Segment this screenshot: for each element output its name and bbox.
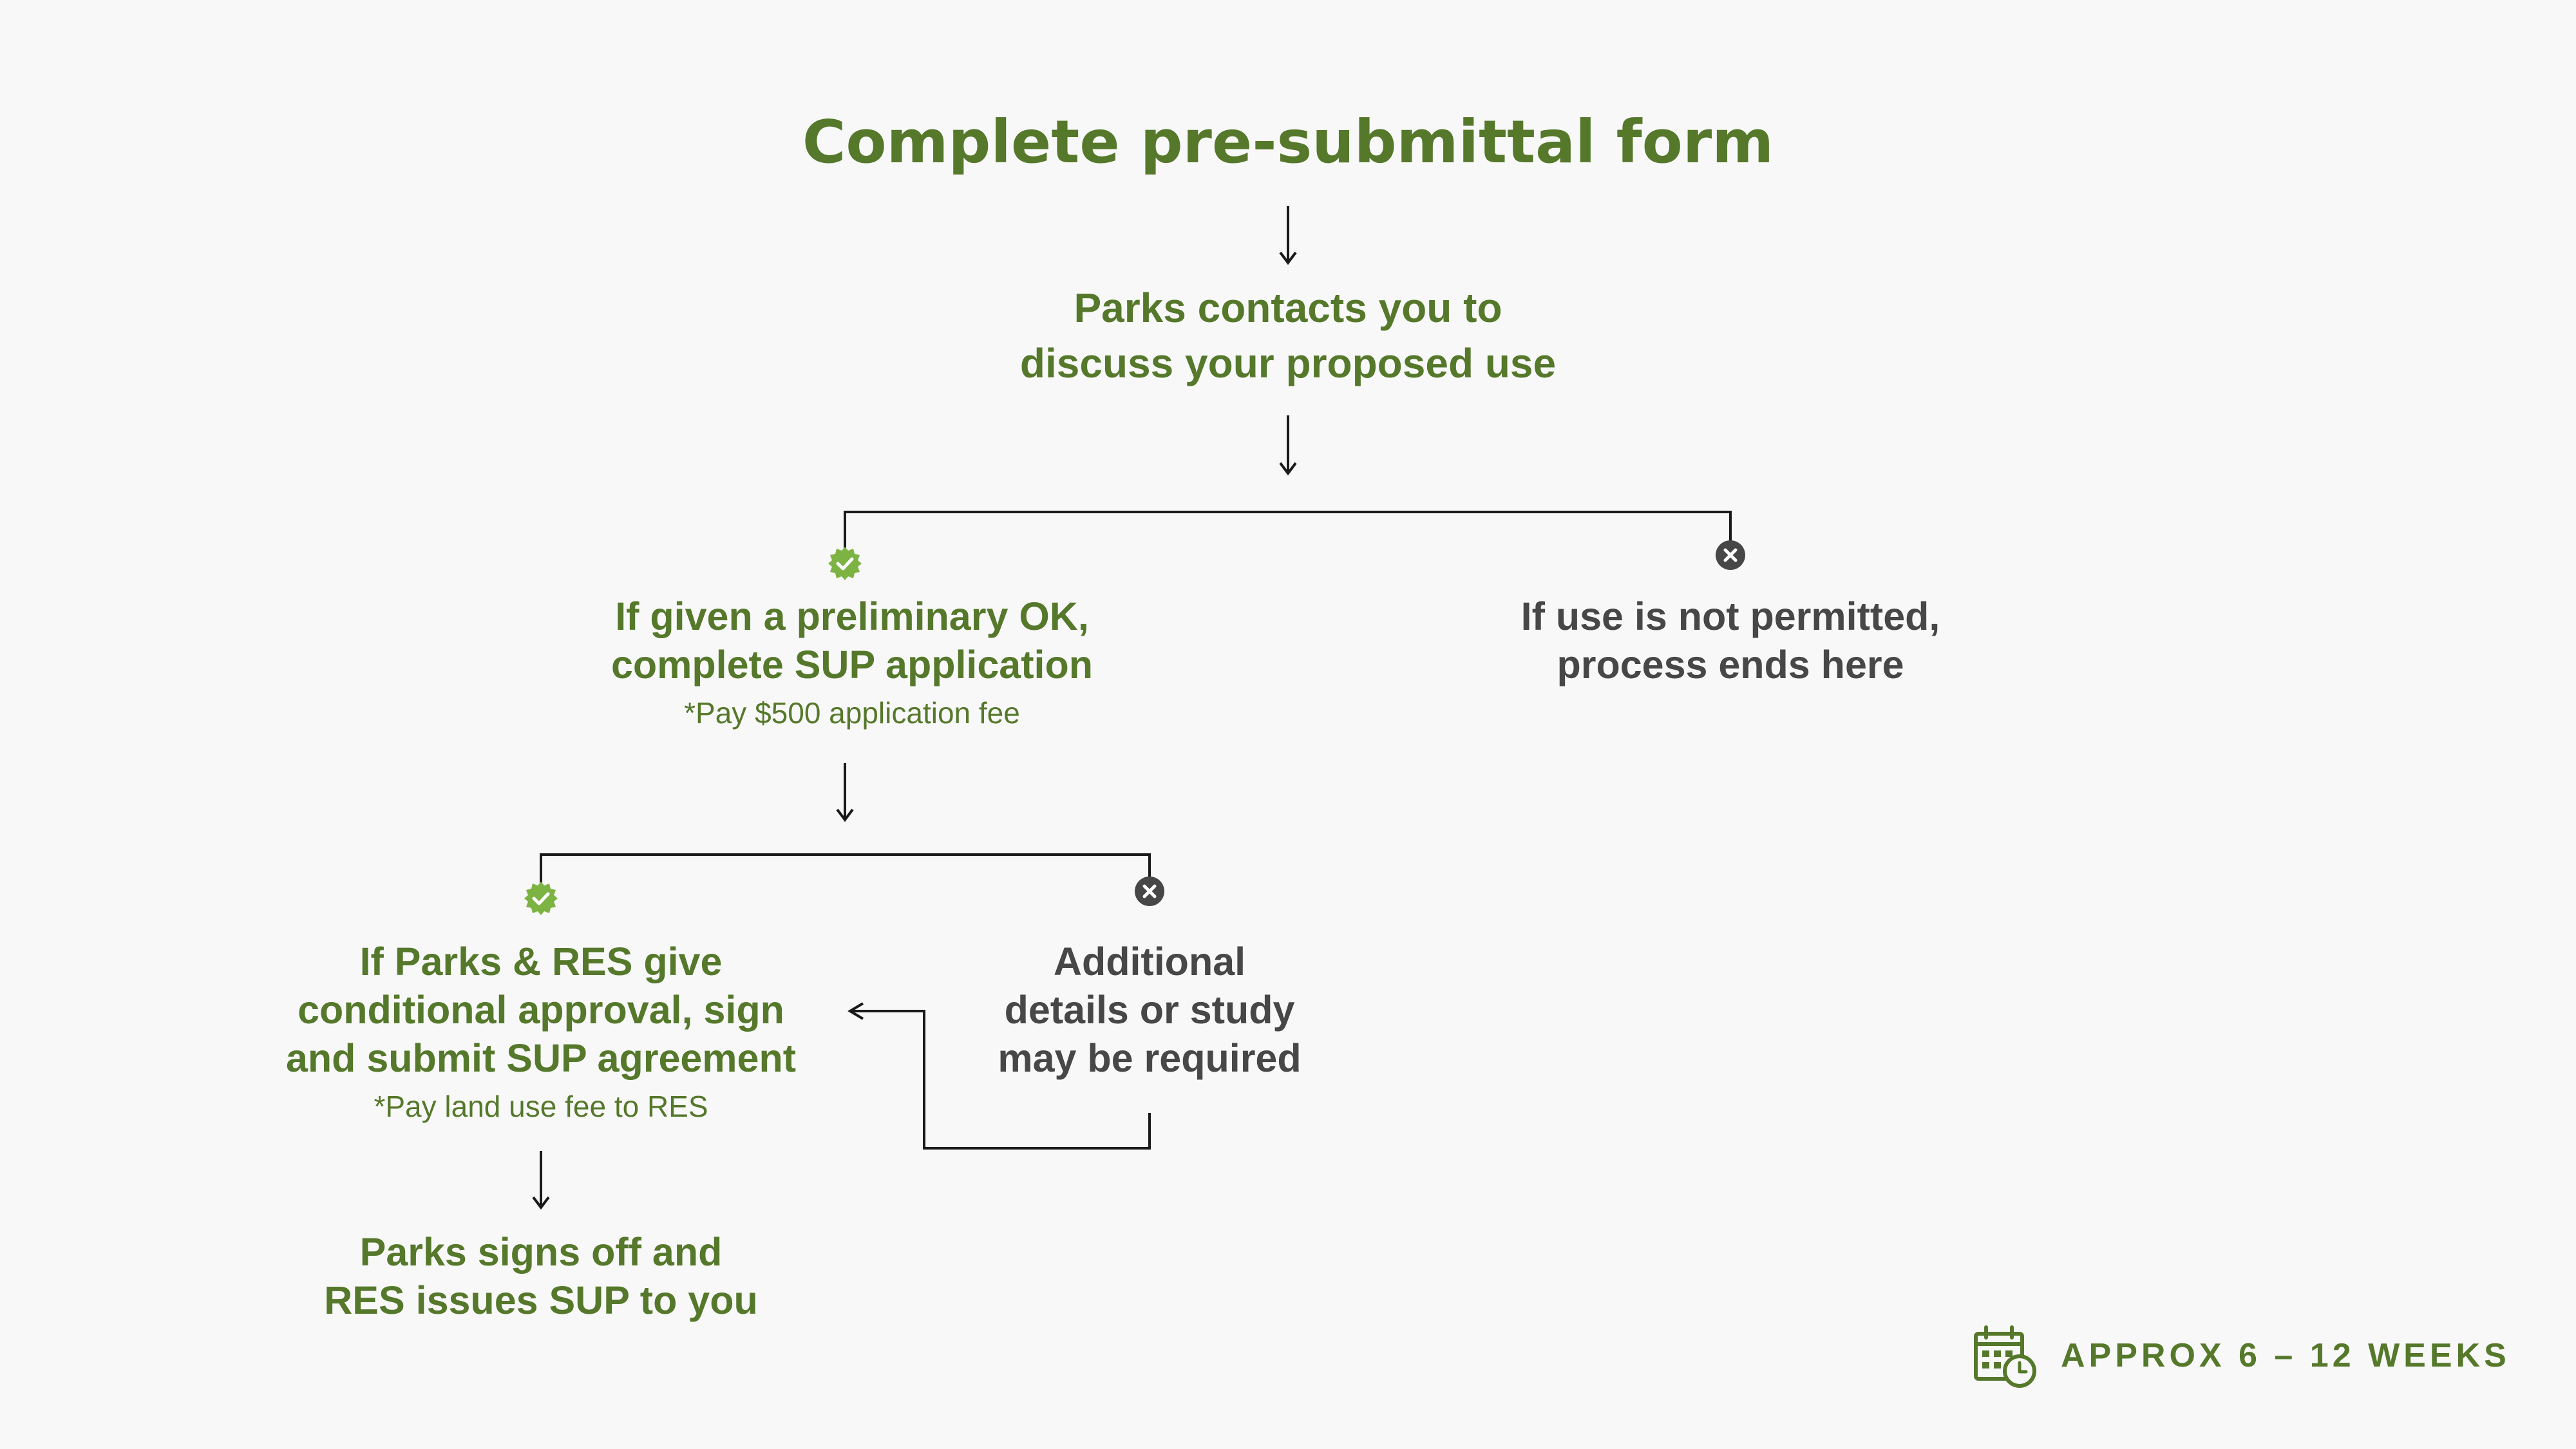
branch-conditional-approval-line3: and submit SUP agreement: [285, 1036, 797, 1080]
calendar-clock-icon: [1974, 1325, 2036, 1388]
application-fee-note: *Pay $500 application fee: [684, 696, 1020, 730]
branch-additional-details-line1: Additional: [1053, 940, 1246, 983]
branch-additional-details-line2: details or study: [1004, 988, 1295, 1032]
branch-conditional-approval-line1: If Parks & RES give: [359, 940, 723, 983]
branch-additional-details-line3: may be required: [998, 1036, 1302, 1080]
check-badge-icon: [828, 547, 862, 580]
branch-preliminary-ok-line1: If given a preliminary OK,: [615, 594, 1089, 638]
loop-back-arrow-head: [848, 1002, 864, 1020]
branch-conditional-approval: If Parks & RES give conditional approval…: [286, 938, 796, 1130]
branch-not-permitted-line2: process ends here: [1557, 643, 1904, 687]
step-parks-contacts-line2: discuss your proposed use: [1019, 340, 1557, 386]
arrow-head: [1279, 251, 1297, 265]
arrow-head: [532, 1196, 550, 1210]
arrow-head: [1279, 462, 1297, 476]
step-parks-contacts-line1: Parks contacts you to: [1074, 285, 1502, 331]
timeline-label: APPROX 6 – 12 WEEKS: [2061, 1337, 2510, 1374]
branch-preliminary-ok: If given a preliminary OK, complete SUP …: [611, 592, 1093, 737]
final-step-line2: RES issues SUP to you: [324, 1278, 758, 1322]
branch-preliminary-ok-line2: complete SUP application: [611, 643, 1093, 687]
branch-additional-details: Additional details or study may be requi…: [998, 938, 1301, 1083]
loop-back-line: [851, 1010, 1151, 1150]
page-title-text: Complete pre-submittal form: [802, 108, 1774, 176]
x-badge-icon: [1135, 876, 1164, 906]
branch-not-permitted: If use is not permitted, process ends he…: [1521, 592, 1940, 689]
land-use-fee-note: *Pay land use fee to RES: [374, 1090, 708, 1123]
page-title: Complete pre-submittal form: [802, 107, 1774, 178]
split-bracket-1: [844, 511, 1732, 549]
step-parks-contacts: Parks contacts you to discuss your propo…: [1020, 280, 1556, 391]
branch-conditional-approval-line2: conditional approval, sign: [298, 988, 784, 1032]
x-badge-icon: [1716, 540, 1745, 570]
final-step-line1: Parks signs off and: [359, 1230, 723, 1274]
split-bracket-2: [540, 853, 1151, 884]
final-step-sup-issued: Parks signs off and RES issues SUP to yo…: [324, 1228, 757, 1325]
timeline-badge: APPROX 6 – 12 WEEKS: [1971, 1320, 2510, 1391]
arrow-head: [836, 808, 854, 822]
branch-not-permitted-line1: If use is not permitted,: [1520, 594, 1940, 638]
check-badge-icon: [524, 882, 558, 915]
